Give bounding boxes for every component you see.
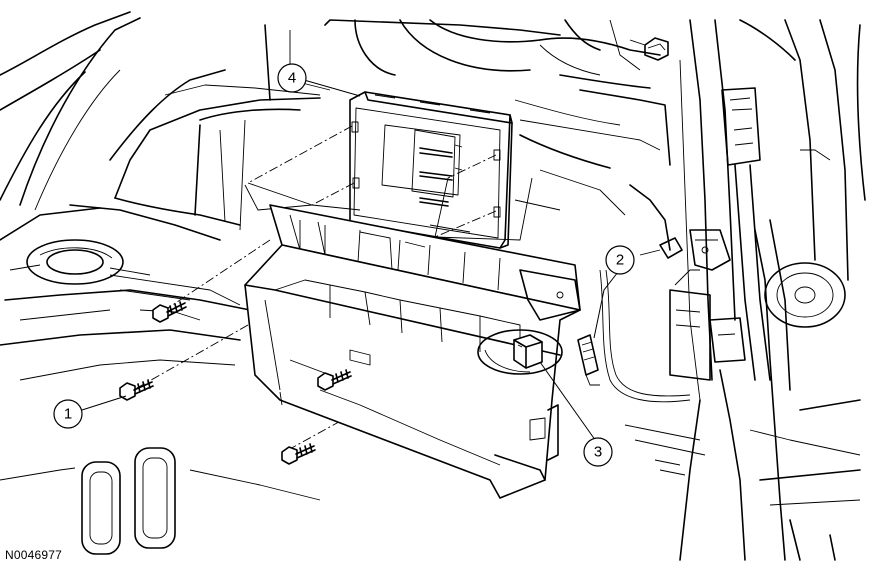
wall-bolt bbox=[629, 37, 669, 61]
drawing-id: N0046977 bbox=[5, 548, 62, 562]
callout-4-label: 4 bbox=[288, 70, 296, 87]
callout-3: 3 bbox=[583, 437, 613, 467]
callout-1: 1 bbox=[53, 399, 83, 429]
connector-3 bbox=[513, 334, 543, 369]
leader-4 bbox=[303, 79, 361, 97]
callout-1-label: 1 bbox=[64, 406, 72, 423]
leader-1 bbox=[81, 395, 127, 411]
screw-lower bbox=[281, 443, 316, 465]
screw-middle bbox=[317, 369, 352, 391]
rear-wall bbox=[194, 19, 671, 251]
module-bracket bbox=[244, 204, 581, 499]
callout-4: 4 bbox=[277, 63, 307, 93]
callout-2: 2 bbox=[605, 245, 635, 275]
callout-2-label: 2 bbox=[616, 252, 624, 269]
leader-2 bbox=[593, 271, 619, 339]
module bbox=[349, 91, 513, 249]
module-barcode-lines bbox=[419, 144, 463, 207]
screw-left bbox=[119, 379, 154, 401]
screw-upper bbox=[152, 301, 187, 323]
right-body-panel bbox=[599, 19, 866, 561]
callout-3-label: 3 bbox=[594, 444, 602, 461]
leader-3 bbox=[539, 361, 599, 445]
connector-2 bbox=[577, 334, 600, 386]
left-body-panel bbox=[0, 11, 321, 555]
